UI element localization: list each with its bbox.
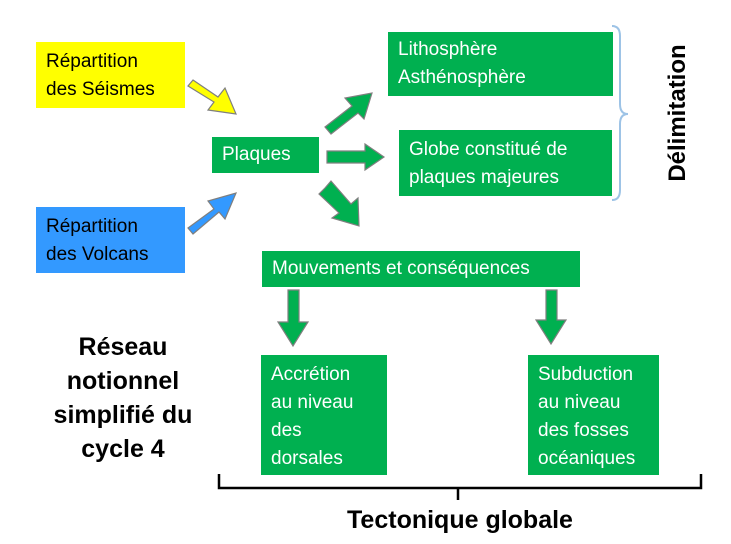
reseau-label: Réseau notionnel simplifié du cycle 4 [53,333,193,463]
arrow-plaques-to-globe [326,142,386,172]
globe-box: Globe constitué de plaques majeures [399,130,612,196]
arrow-volcans-to-plaques [187,192,238,235]
volcans-box: Répartition des Volcans [36,207,185,273]
mouvements-box: Mouvements et conséquences [262,251,580,287]
tectonique-label: Tectonique globale [347,506,573,534]
seismes-box: Répartition des Séismes [36,42,185,108]
arrow-plaques-to-lithosphere [324,92,373,135]
lithosphere-box: Lithosphère Asthénosphère [388,32,613,96]
delimitation-bracket [611,25,629,201]
plaques-box: Plaques [212,137,319,173]
arrow-plaques-to-mouvements [318,180,360,227]
arrow-seismes-to-plaques [187,79,237,115]
arrow-mouvements-to-accretion [276,289,310,348]
arrow-mouvements-to-subduction [534,289,568,346]
subduction-box: Subduction au niveau des fosses océaniqu… [528,355,659,475]
tectonique-brace [217,474,703,500]
delimitation-label: Délimitation [664,44,691,182]
accretion-box: Accrétion au niveau des dorsales [261,355,387,475]
